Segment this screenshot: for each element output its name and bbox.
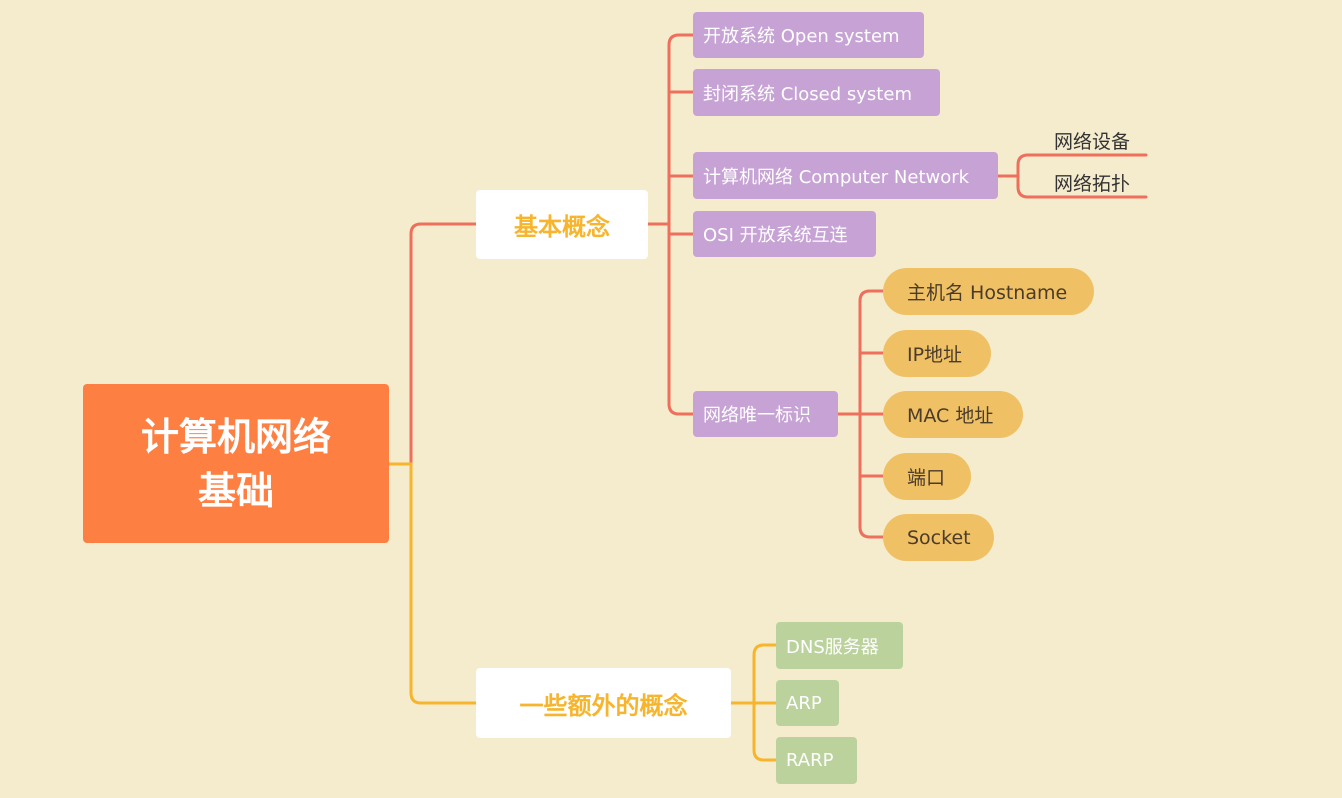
node-network-topology[interactable]: 网络拓扑 [1054, 172, 1131, 195]
node-hostname[interactable]: 主机名 Hostname [883, 268, 1094, 315]
node-mac-address[interactable]: MAC 地址 [883, 391, 1023, 438]
root-node[interactable]: 计算机网络 基础 [83, 384, 389, 543]
connector-dns [752, 643, 778, 657]
node-ip-address[interactable]: IP地址 [883, 330, 991, 377]
node-open-system[interactable]: 开放系统 Open system [693, 12, 924, 58]
branch-basic-concepts[interactable]: 基本概念 [476, 190, 648, 259]
node-closed-system[interactable]: 封闭系统 Closed system [693, 69, 940, 116]
node-computer-network[interactable]: 计算机网络 Computer Network [693, 152, 998, 199]
root-title-line2: 基础 [197, 468, 274, 513]
node-port[interactable]: 端口 [883, 453, 971, 500]
connector-rarp [752, 748, 778, 762]
node-osi[interactable]: OSI 开放系统互连 [693, 211, 876, 257]
root-title-line1: 计算机网络 [140, 414, 331, 459]
connector-network-devices [1016, 153, 1148, 178]
connector-network-topology [1016, 174, 1148, 199]
node-rarp[interactable]: RARP [776, 737, 857, 784]
connector-socket [858, 525, 885, 539]
connector-identifier [667, 402, 695, 416]
connector-open-system [667, 33, 695, 47]
node-network-identifier[interactable]: 网络唯一标识 [693, 391, 838, 437]
node-dns-server[interactable]: DNS服务器 [776, 622, 903, 669]
node-socket[interactable]: Socket [883, 514, 994, 561]
node-network-devices[interactable]: 网络设备 [1054, 130, 1131, 153]
connector-hostname [858, 289, 885, 303]
node-arp[interactable]: ARP [776, 680, 839, 726]
connector-root-basic [387, 222, 478, 466]
connector-root-extra [387, 462, 478, 705]
branch-extra-concepts[interactable]: 一些额外的概念 [476, 668, 731, 738]
